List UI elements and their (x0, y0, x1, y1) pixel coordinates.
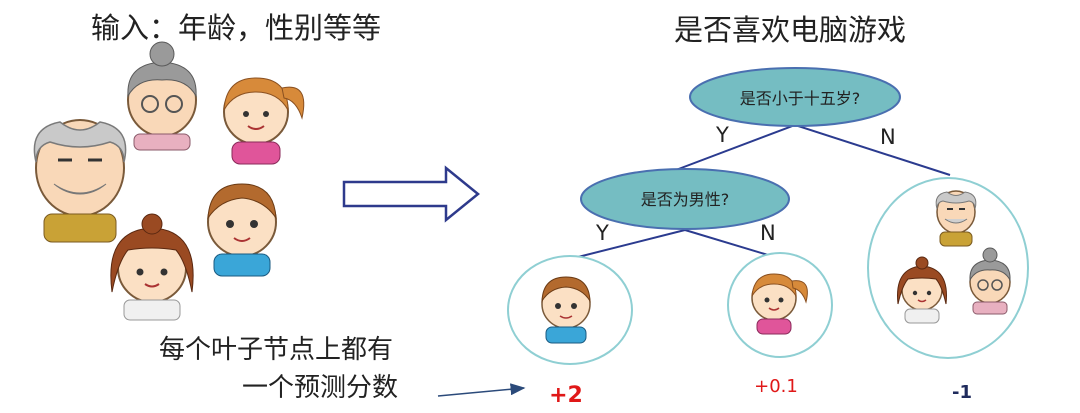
score-leaf-boy: +2 (549, 383, 583, 408)
child-node (580, 168, 790, 230)
root-question: 是否小于十五岁? (740, 89, 861, 108)
tree-title: 是否喜欢电脑游戏 (674, 13, 906, 47)
child-question: 是否为男性? (641, 190, 730, 209)
score-leaf-girl: +0.1 (754, 376, 798, 397)
woman-icon (110, 213, 194, 321)
input-label: 输入：年龄，性别等等 (91, 11, 381, 45)
root-yes-label: Y (715, 123, 729, 147)
edge-root-to-elders (794, 124, 951, 176)
edge-child-to-boy (573, 229, 686, 259)
leaf-boy-icon (541, 276, 591, 344)
edge-root-to-child (659, 124, 796, 177)
note-line-2: 一个预测分数 (242, 373, 398, 403)
edge-child-to-girl (684, 229, 779, 259)
child-yes-label: Y (595, 221, 609, 245)
grandma-icon (127, 41, 197, 151)
pointer-arrow (437, 383, 526, 397)
leaf-girl-icon (751, 273, 808, 335)
root-no-label: N (880, 125, 896, 149)
leaf-woman-icon (897, 256, 947, 324)
score-leaf-elders: -1 (952, 382, 972, 403)
grandpa-icon (33, 119, 127, 243)
root-node (689, 67, 901, 127)
leaf-grandma-icon (969, 247, 1011, 315)
boy-icon (207, 183, 277, 277)
big-right-arrow (342, 165, 480, 223)
girl-icon (223, 77, 305, 165)
leaf-grandpa-icon (935, 190, 977, 247)
child-no-label: N (760, 221, 776, 245)
note-line-1: 每个叶子节点上都有 (159, 335, 393, 365)
